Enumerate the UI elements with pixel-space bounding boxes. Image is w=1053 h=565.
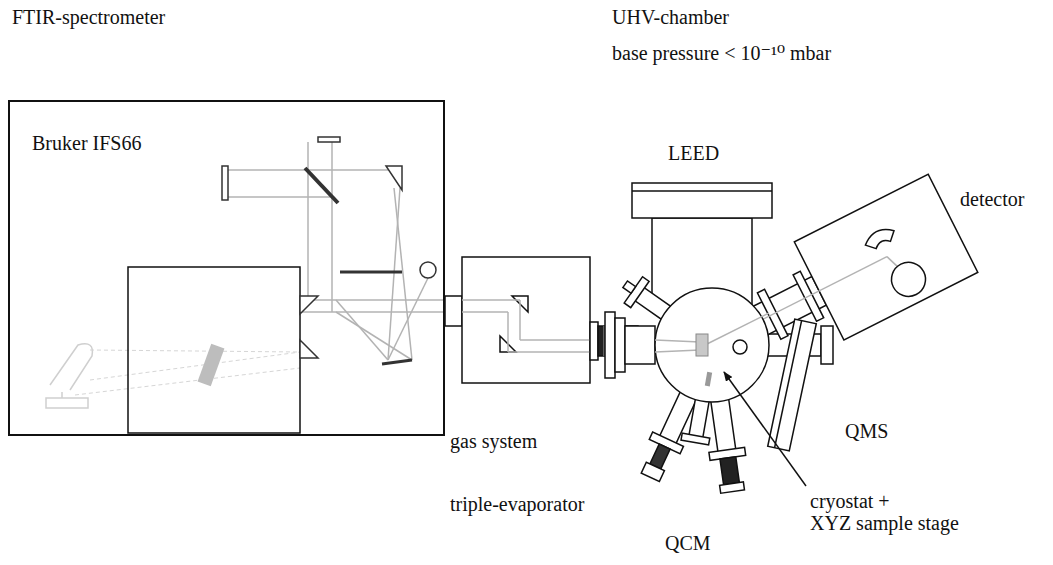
part-label: LEED: [668, 142, 719, 164]
label-box: UHV-chamber: [612, 6, 729, 28]
part-label: triple-evaporator: [450, 493, 584, 515]
filter-block: [198, 344, 225, 386]
part-label: base pressure < 10⁻¹⁰ mbar: [612, 42, 831, 64]
spectrometer-housing: Bruker IFS66: [8, 100, 445, 436]
part-label: detector: [960, 188, 1024, 210]
sample: [696, 334, 708, 356]
label-box: base pressure < 10⁻¹⁰ mbar: [612, 42, 831, 64]
label-box: QMS: [845, 420, 888, 442]
label-box: QCM: [665, 532, 711, 554]
uhv-chamber: [655, 288, 769, 402]
label-box: triple-evaporator: [450, 493, 584, 515]
chamber-beam: [655, 313, 769, 352]
part-label: gas system: [450, 430, 537, 452]
ir-beam-gas: [462, 300, 600, 352]
part-label: cryostat + XYZ sample stage: [810, 490, 959, 535]
source-housing: [128, 267, 300, 433]
optics: [222, 137, 436, 364]
window-flange: [605, 312, 655, 378]
part-label: UHV-chamber: [612, 6, 729, 28]
label-box: cryostat + XYZ sample stage: [810, 490, 959, 535]
part-label: FTIR-spectrometer: [12, 6, 165, 28]
qms-bar: [768, 319, 817, 451]
cryostat-stub: [705, 372, 712, 387]
leader-arrow: [724, 372, 806, 486]
label-box: detector: [960, 188, 1024, 210]
node-title: Bruker IFS66: [32, 132, 141, 154]
label-box: FTIR-spectrometer: [12, 6, 165, 28]
source-beam: [75, 350, 300, 395]
label-box: LEED: [668, 142, 719, 164]
sample-holder: [733, 340, 747, 354]
gas-system-box: [445, 257, 590, 383]
part-label: QMS: [845, 420, 888, 442]
source-ghost: [46, 344, 92, 408]
label-box: gas system: [450, 430, 537, 452]
port-qcm: [701, 392, 750, 494]
part-label: QCM: [665, 532, 711, 554]
